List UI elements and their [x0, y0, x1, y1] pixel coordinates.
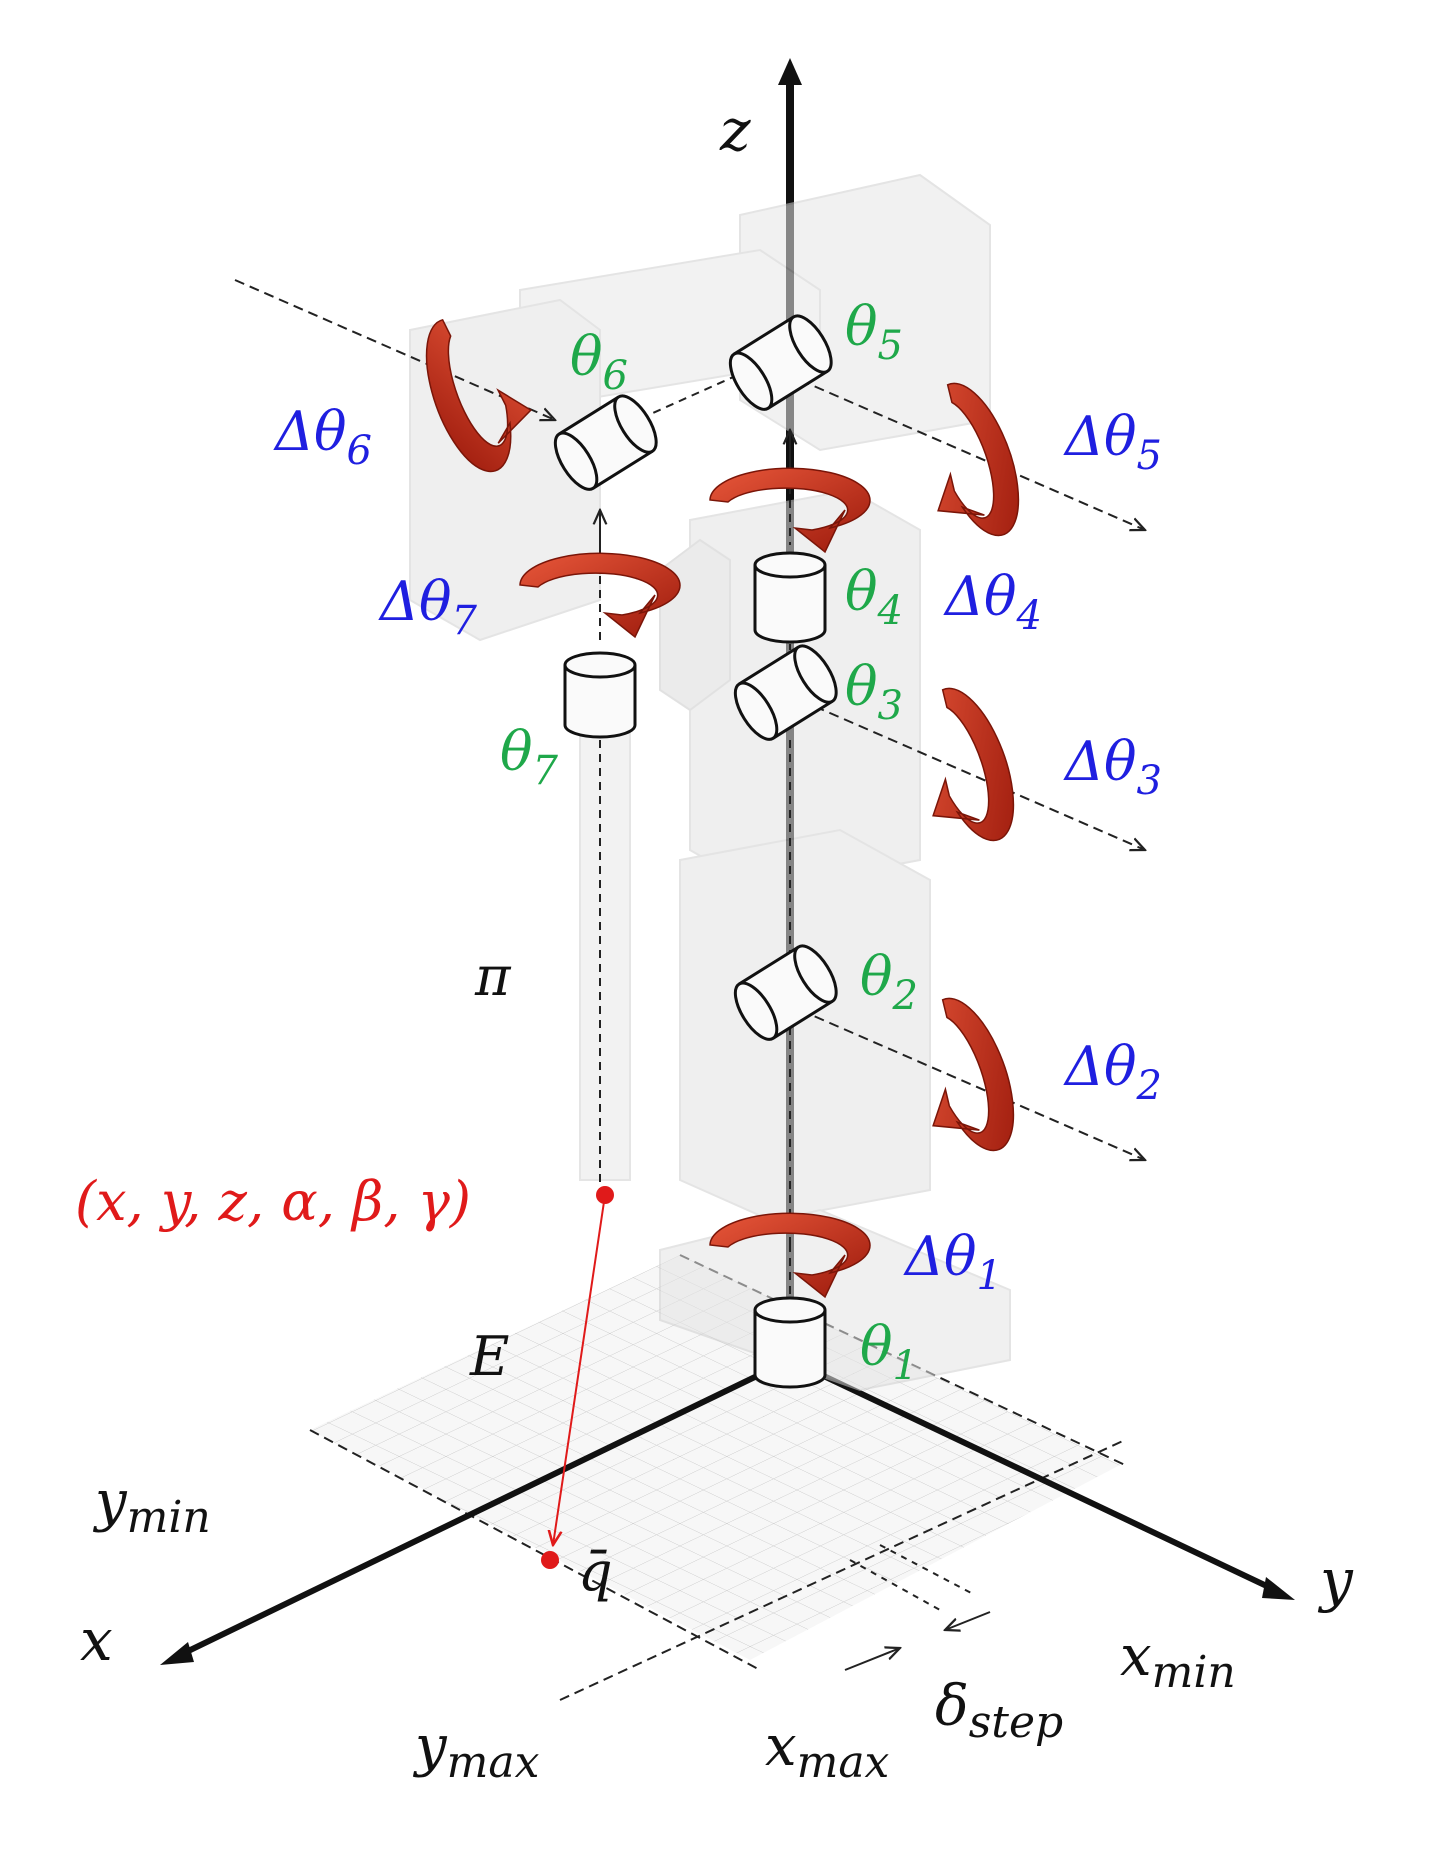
theta-7-label: θ7: [500, 720, 559, 794]
step-line-2: [879, 1544, 976, 1596]
x-axis: [178, 1357, 792, 1658]
end-effector: [541, 1186, 614, 1569]
y-min-label: ymin: [92, 1469, 211, 1543]
y-axis: [788, 1357, 1277, 1593]
theta-4-label: θ4: [845, 560, 903, 634]
joint-4-cylinder: [753, 551, 827, 644]
delta-theta-6-label: Δθ6: [273, 400, 372, 474]
y-max-label: ymax: [412, 1714, 540, 1788]
z-axis-label: z: [719, 96, 751, 164]
error-label: E: [469, 1325, 509, 1388]
delta-theta-3-label: Δθ3: [1063, 730, 1162, 804]
x-axis-label: x: [80, 1606, 113, 1674]
rotation-arrow-3: [932, 687, 1015, 842]
rotation-arrow-2: [932, 997, 1015, 1152]
joint-2-cylinder: [733, 944, 838, 1041]
delta-theta-7-label: Δθ7: [378, 570, 478, 644]
joint-delta-labels: Δθ1 Δθ2 Δθ3 Δθ4 Δθ5 Δθ6 Δθ7: [273, 400, 1162, 1299]
theta-2-label: θ2: [860, 945, 918, 1019]
end-effector-point: [596, 1186, 614, 1204]
x-max-label: xmax: [765, 1714, 890, 1788]
rotation-arrow-5: [937, 382, 1020, 537]
step-line-1: [849, 1559, 941, 1611]
z-axis-head: [778, 58, 802, 85]
joint-3-cylinder: [733, 644, 838, 741]
y-max-boundary: [309, 1429, 761, 1671]
x-max-boundary: [559, 1439, 1126, 1701]
theta-5-label: θ5: [845, 295, 903, 369]
rotation-arrow-6: [425, 318, 533, 473]
theta-6-label: θ6: [570, 325, 628, 399]
theta-1-label: θ1: [860, 1315, 918, 1389]
joint-cylinders: [553, 314, 838, 1389]
x-axis-head: [160, 1642, 194, 1665]
x-min-label: xmin: [1120, 1624, 1236, 1698]
rotation-arrows: [425, 318, 1020, 1299]
rotation-arrow-4: [709, 467, 871, 554]
misc-labels: π (x, y, z, α, β, γ) E q̄: [75, 945, 613, 1603]
target-label: q̄: [578, 1540, 613, 1603]
error-vector: [553, 1194, 606, 1545]
joint-7-cylinder: [563, 651, 637, 739]
y-axis-head: [1262, 1577, 1295, 1600]
joint-5-cylinder: [728, 314, 833, 411]
delta-theta-1-label: Δθ1: [903, 1225, 1002, 1299]
joint-angle-labels: θ1 θ2 θ3 θ4 θ5 θ6 θ7: [500, 295, 918, 1389]
theta-3-label: θ3: [845, 655, 903, 729]
delta-theta-2-label: Δθ2: [1063, 1035, 1162, 1109]
rotation-arrow-7: [519, 552, 681, 639]
pi-label: π: [474, 945, 512, 1008]
delta-theta-5-label: Δθ5: [1063, 405, 1162, 479]
rotation-arrow-1: [709, 1212, 871, 1299]
joint-6-cylinder: [553, 394, 658, 491]
pose-label: (x, y, z, α, β, γ): [75, 1170, 471, 1233]
joint-1-cylinder: [753, 1296, 827, 1389]
step-arrow-left: [844, 1648, 900, 1671]
y-axis-label: y: [1317, 1546, 1354, 1614]
target-point: [541, 1551, 559, 1569]
step-arrow-right: [945, 1611, 991, 1630]
delta-theta-4-label: Δθ4: [943, 565, 1042, 639]
step-label: δstep: [935, 1674, 1063, 1748]
grid-bound-labels: ymin ymax xmin xmax δstep: [92, 1469, 1236, 1788]
axis-labels: z x y: [80, 96, 1354, 1674]
